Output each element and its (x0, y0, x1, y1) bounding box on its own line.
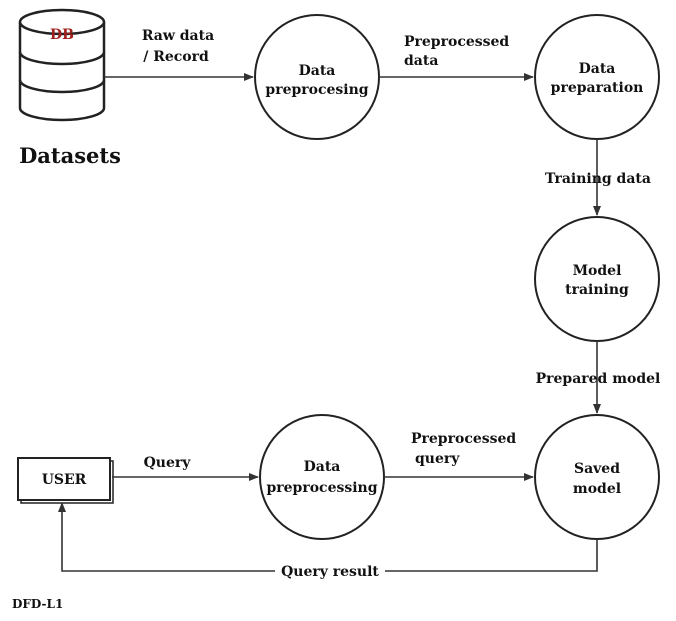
flow-pre2-label-1: Preprocessed (411, 431, 516, 447)
p3-line2: training (565, 282, 629, 298)
database-label: DB (50, 27, 74, 43)
flow-pre1-label-2: data (404, 53, 438, 69)
p2-line1: Data (579, 61, 616, 77)
p5-line2: model (573, 481, 621, 497)
process-saved-model (534, 414, 660, 540)
p2-line2: preparation (551, 80, 644, 96)
flow-pre2-label-2: query (415, 451, 460, 467)
diagram-footer-label: DFD-L1 (12, 597, 63, 611)
flow-query-label: Query (144, 455, 192, 471)
p5-line1: Saved (574, 461, 620, 477)
p3-line1: Model (573, 263, 622, 279)
flow-result-label: Query result (281, 564, 379, 580)
flow-query-result (62, 503, 598, 572)
process-data-preprocessing-query (259, 414, 385, 540)
process-model-training (534, 216, 660, 342)
user-label: USER (42, 472, 87, 488)
datastore-caption: Datasets (19, 143, 121, 168)
p1-line1: Data (299, 63, 336, 79)
p1-line2: preprocesing (265, 82, 368, 98)
flow-prepared-label: Prepared model (536, 371, 661, 387)
flow-raw-label-2: / Record (143, 49, 209, 65)
process-data-preparation (534, 14, 660, 140)
flow-training-label: Training data (545, 171, 651, 187)
p4-line1: Data (304, 459, 341, 475)
p4-line2: preprocessing (266, 480, 377, 496)
database-icon (18, 8, 106, 122)
flow-pre1-label-1: Preprocessed (404, 34, 509, 50)
flow-raw-label-1: Raw data (142, 28, 214, 44)
